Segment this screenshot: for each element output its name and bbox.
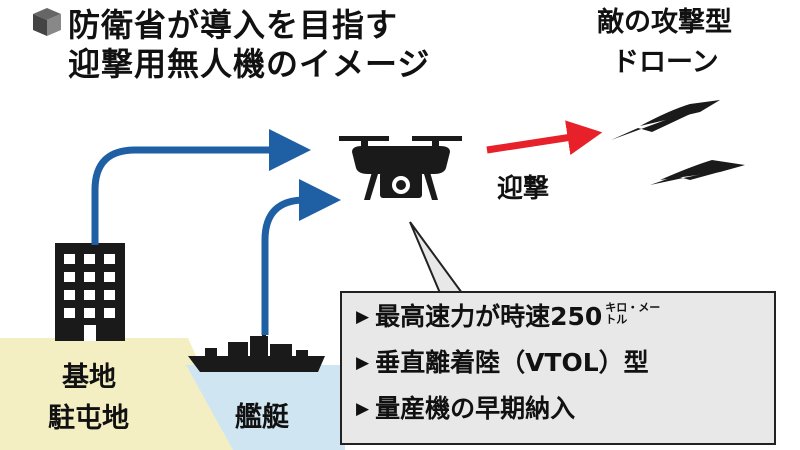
base-label-line-1: 基地 (62, 362, 116, 393)
base-to-drone-arrow (91, 129, 311, 245)
enemy-drone-label-line-2: ドローン (612, 47, 719, 78)
sea-area (186, 365, 345, 450)
spec-speed-unit: キロ・メートル (605, 302, 660, 326)
spec-item-vtol: ▶垂直離着陸（VTOL）型 (356, 348, 649, 378)
triangle-bullet-icon: ▶ (356, 353, 370, 373)
triangle-bullet-icon: ▶ (356, 399, 370, 419)
ship-label: 艦艇 (235, 402, 289, 433)
enemy-drone-label-line-1: 敵の攻撃型 (597, 7, 732, 38)
unit-bottom: トル (605, 313, 628, 326)
intercept-label: 迎撃 (497, 174, 550, 204)
title-line-1: 防衛省が導入を目指す (68, 6, 399, 44)
triangle-bullet-icon: ▶ (356, 307, 370, 327)
intercept-arrow (486, 120, 603, 155)
base-label-line-2: 駐屯地 (48, 403, 129, 434)
interceptor-drone-icon (339, 136, 462, 200)
ship-to-drone-arrow (261, 179, 341, 335)
callout-pointer (409, 221, 464, 294)
spec-speed-text: 最高速力が時速250 (375, 302, 603, 331)
spec-item-delivery: ▶量産機の早期納入 (356, 394, 575, 424)
base-area (0, 338, 238, 450)
unit-top: キロ・メー (605, 301, 661, 314)
title-line-2: 迎撃用無人機のイメージ (68, 45, 431, 83)
warship-icon (188, 322, 325, 372)
box-icon (33, 8, 61, 36)
spec-delivery-text: 量産機の早期納入 (375, 394, 576, 423)
building-icon (55, 243, 125, 341)
spec-vtol-text: 垂直離着陸（VTOL）型 (375, 348, 649, 377)
